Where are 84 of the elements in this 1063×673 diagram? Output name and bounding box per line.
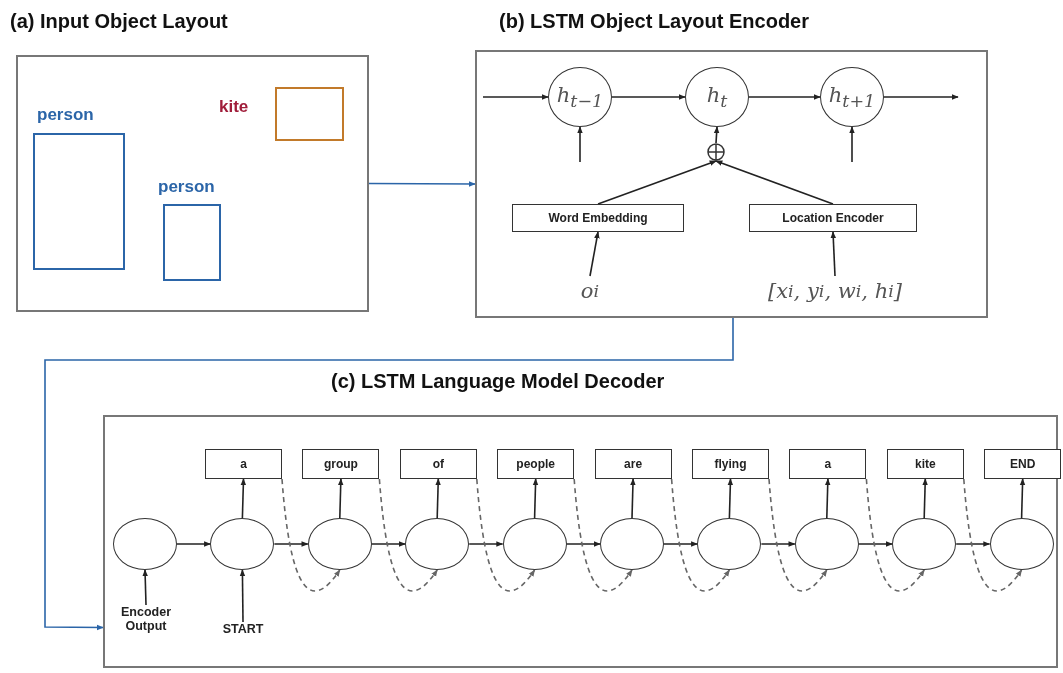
arrow: [435, 478, 441, 519]
arrow: [715, 160, 834, 205]
arrow: [589, 231, 600, 277]
dashed-arrow: [476, 478, 536, 592]
process-box: [984, 449, 1062, 479]
process-box: [749, 204, 917, 232]
box-label: group: [323, 457, 358, 471]
box-label: people: [516, 457, 555, 471]
arrow: [468, 541, 504, 547]
arrow: [630, 478, 636, 519]
arrow: [1019, 478, 1026, 519]
arrow: [748, 94, 821, 100]
process-box: [512, 204, 684, 232]
process-box: [594, 449, 672, 479]
state-circle: [892, 518, 957, 570]
arrow: [883, 94, 959, 100]
panel-title: (c) LSTM Language Model Decoder: [331, 370, 665, 393]
process-box: [692, 449, 769, 479]
dashed-arrow: [670, 478, 731, 592]
arrow: [858, 541, 893, 547]
process-box: [886, 449, 964, 479]
arrow: [240, 478, 247, 519]
arrow: [713, 126, 720, 144]
state-circle: [307, 518, 372, 570]
arrow: [727, 478, 734, 519]
arrow: [482, 94, 549, 100]
state-circle: [600, 518, 664, 570]
arrow: [577, 126, 583, 163]
dashed-arrow: [573, 478, 633, 592]
box-label: of: [432, 457, 444, 471]
input-label: START: [208, 622, 278, 642]
process-box: [205, 449, 282, 479]
box-label: Location Encoder: [782, 211, 884, 225]
process-box: [302, 449, 380, 479]
arrow: [565, 541, 601, 547]
dashed-arrow: [768, 478, 828, 592]
arrow: [368, 181, 476, 187]
box-label: a: [240, 457, 247, 471]
arrow: [611, 94, 686, 100]
arrow: [273, 541, 309, 547]
box-label: END: [1010, 457, 1036, 471]
arrow: [44, 317, 734, 631]
dashed-arrow: [281, 478, 341, 592]
state-circle: [405, 518, 470, 570]
process-box: [789, 449, 867, 479]
arrow: [142, 569, 148, 606]
dashed-arrow: [963, 478, 1023, 592]
arrow: [922, 478, 928, 519]
arrow: [597, 160, 717, 205]
arrow: [532, 478, 539, 519]
box-label: flying: [714, 457, 747, 471]
box-label: are: [624, 457, 643, 471]
object-label: person: [37, 105, 94, 125]
box-label: kite: [914, 457, 936, 471]
state-circle: [697, 518, 762, 570]
panel-title: (b) LSTM Object Layout Encoder: [499, 10, 809, 33]
arrow: [849, 126, 855, 163]
state-circle: [113, 518, 177, 570]
state-circle: [794, 518, 859, 570]
object-label: person: [158, 177, 215, 197]
box-label: a: [824, 457, 832, 471]
arrow: [176, 541, 212, 547]
arrow: [371, 541, 406, 547]
process-box: [497, 449, 575, 479]
panel-title: (a) Input Object Layout: [10, 10, 228, 33]
dashed-arrow: [865, 478, 925, 592]
arrow: [663, 541, 699, 547]
state-circle: [989, 518, 1054, 570]
state-label: h$_{t}$: [706, 82, 728, 112]
arrow: [337, 478, 344, 519]
state-label: h$_{t−1}$: [556, 82, 604, 112]
box-label: Word Embedding: [548, 211, 648, 225]
input-label: Encoder Output: [106, 605, 186, 641]
state-label: h$_{t+1}$: [828, 82, 876, 112]
arrow: [760, 541, 796, 547]
sum-node: [707, 143, 725, 161]
arrow: [239, 569, 246, 623]
arrow: [824, 478, 831, 519]
process-box: [399, 449, 477, 479]
dashed-arrow: [378, 478, 438, 592]
arrow: [830, 231, 837, 277]
state-circle: [210, 518, 275, 570]
object-label: kite: [219, 97, 249, 117]
arrow: [955, 541, 991, 547]
